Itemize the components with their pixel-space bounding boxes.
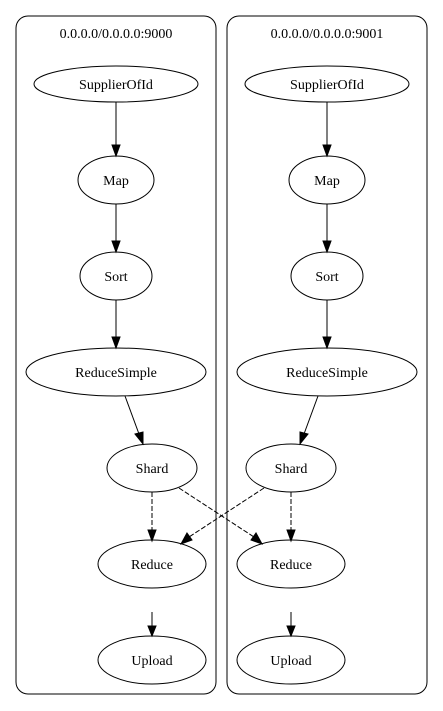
node-label: ReduceSimple [286,366,368,381]
node-label: Upload [270,654,311,669]
arrowhead [111,240,121,254]
node-upload[interactable]: Upload [236,635,346,685]
arrowhead [179,532,193,545]
node-ellipse [77,155,155,205]
arrowhead [111,336,121,350]
cluster-title: 0.0.0.0/0.0.0.0:9000 [60,27,173,42]
node-sort[interactable]: Sort [79,251,153,301]
arrowhead [250,532,264,545]
cluster-box [15,15,217,695]
node-ellipse [97,635,207,685]
node-supplierofid[interactable]: SupplierOfId [244,65,410,103]
edge-reducesimple-to-shard [303,395,319,435]
node-shard[interactable]: Shard [106,443,198,493]
node-reduce[interactable]: Reduce [236,539,346,589]
node-ellipse [236,539,346,589]
nodes-cluster-9000: SupplierOfId Map Sort ReduceSimple Shard… [25,65,207,685]
node-shard[interactable]: Shard [245,443,337,493]
node-label: Sort [104,270,127,285]
arrowhead [322,144,332,158]
node-label: Reduce [270,558,312,573]
cluster-node-9000: 0.0.0.0/0.0.0.0:9000 [15,15,217,695]
node-label: ReduceSimple [75,366,157,381]
arrowhead [322,240,332,254]
edge-shard9000-to-reduce9001 [178,487,255,538]
edge-reducesimple-to-shard [124,395,140,435]
arrowhead [111,144,121,158]
node-ellipse [79,251,153,301]
node-ellipse [33,65,199,103]
node-map[interactable]: Map [77,155,155,205]
node-upload[interactable]: Upload [97,635,207,685]
node-label: SupplierOfId [79,78,153,93]
cluster-box [226,15,428,695]
node-sort[interactable]: Sort [290,251,364,301]
arrowhead [286,529,296,543]
arrowhead [134,431,144,446]
arrowhead [286,625,296,638]
nodes-cluster-9001: SupplierOfId Map Sort ReduceSimple Shard… [236,65,418,685]
node-label: Map [103,174,129,189]
node-label: Shard [275,462,308,477]
arrowhead [147,625,157,638]
node-reduce[interactable]: Reduce [97,539,207,589]
node-ellipse [25,347,207,397]
node-label: SupplierOfId [290,78,364,93]
node-ellipse [290,251,364,301]
node-ellipse [106,443,198,493]
node-label: Map [314,174,340,189]
arrowhead [322,336,332,350]
node-label: Shard [136,462,169,477]
node-ellipse [245,443,337,493]
node-label: Sort [315,270,338,285]
node-label: Upload [131,654,172,669]
cluster-node-9001: 0.0.0.0/0.0.0.0:9001 [226,15,428,695]
node-reducesimple[interactable]: ReduceSimple [236,347,418,397]
node-ellipse [97,539,207,589]
arrowhead [147,529,157,543]
arrowhead [299,431,309,446]
edge-shard9001-to-reduce9000 [188,487,265,538]
node-ellipse [288,155,366,205]
edges [111,102,332,638]
cluster-title: 0.0.0.0/0.0.0.0:9001 [271,27,384,42]
node-supplierofid[interactable]: SupplierOfId [33,65,199,103]
node-ellipse [236,347,418,397]
node-map[interactable]: Map [288,155,366,205]
node-reducesimple[interactable]: ReduceSimple [25,347,207,397]
node-ellipse [236,635,346,685]
node-ellipse [244,65,410,103]
node-label: Reduce [131,558,173,573]
